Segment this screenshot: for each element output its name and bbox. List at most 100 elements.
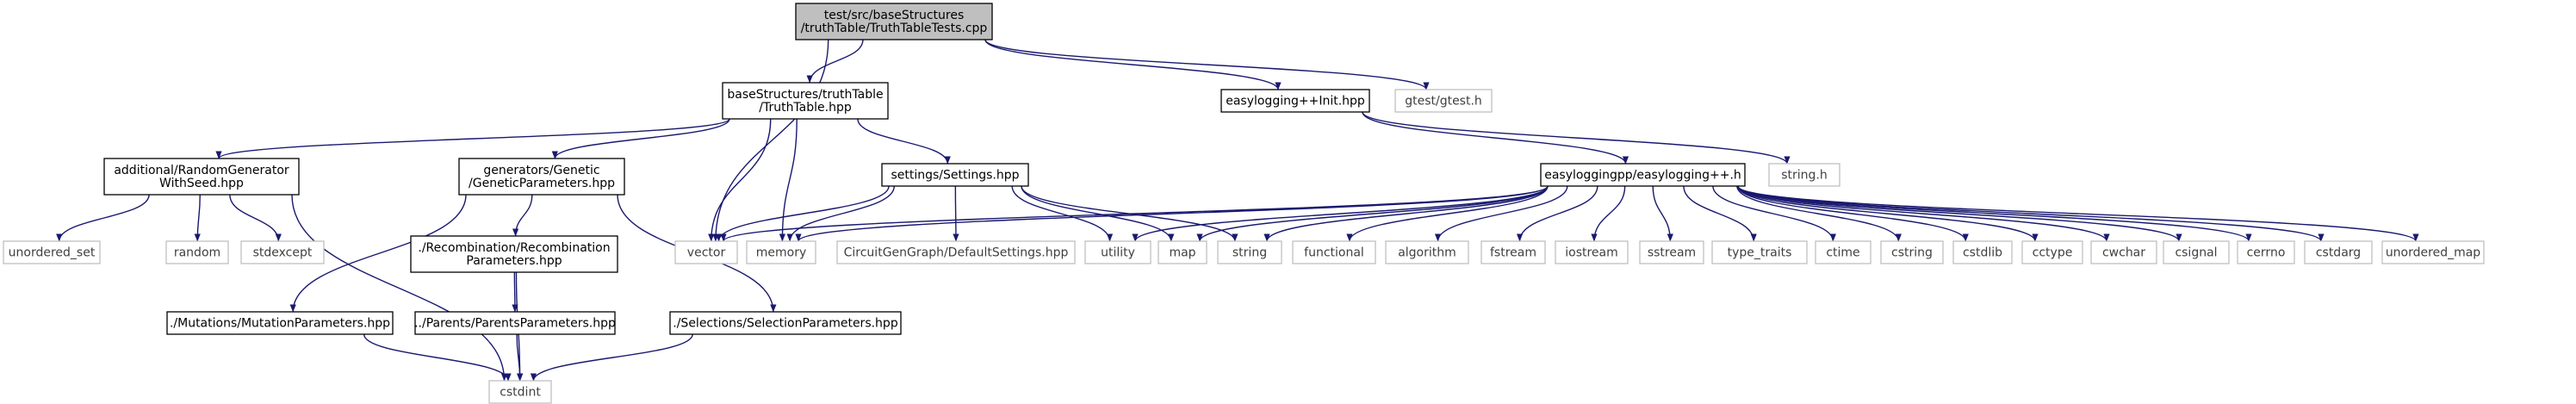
node-gtest: gtest/gtest.h xyxy=(1394,89,1493,113)
node-label-defsettings: CircuitGenGraph/DefaultSettings.hpp xyxy=(844,246,1069,260)
node-label-unordered_set: unordered_set xyxy=(9,246,96,260)
node-box-cerrno xyxy=(2237,240,2295,264)
node-truthtable[interactable]: baseStructures/truthTable/TruthTable.hpp xyxy=(722,82,889,120)
node-mutation[interactable]: ./Mutations/MutationParameters.hpp xyxy=(166,311,394,335)
edge-easylogging-to-map xyxy=(1196,185,1549,242)
edge-easylogging-to-memory xyxy=(795,185,1549,242)
edge-truthtable-to-memory xyxy=(779,118,798,242)
node-label-vector: vector xyxy=(687,246,726,260)
node-label-cctype: cctype xyxy=(2033,246,2073,260)
node-box-cstdarg xyxy=(2304,240,2373,264)
edge-settings-to-map xyxy=(1021,185,1175,242)
node-box-root xyxy=(795,3,993,40)
node-stdexcept: stdexcept xyxy=(240,240,325,264)
node-label-truthtable: baseStructures/truthTable xyxy=(727,88,883,102)
edge-root-to-truthtable xyxy=(806,39,864,84)
node-label-selection: ./Selections/SelectionParameters.hpp xyxy=(673,317,898,331)
node-genparams[interactable]: generators/Genetic/GeneticParameters.hpp xyxy=(458,158,625,196)
edge-easylogging-to-cctype xyxy=(1737,185,2039,242)
node-elinit[interactable]: easylogging++Init.hpp xyxy=(1220,89,1370,113)
node-label-root: /truthTable/TruthTableTests.cpp xyxy=(801,22,988,35)
edge-recomb-to-parents xyxy=(512,271,518,313)
node-box-random xyxy=(165,240,229,264)
node-cstdint: cstdint xyxy=(488,380,552,404)
node-label-iostream: iostream xyxy=(1565,246,1618,260)
node-label-cerrno: cerrno xyxy=(2247,246,2286,260)
node-label-cstdlib: cstdlib xyxy=(1963,246,2002,260)
node-label-truthtable: /TruthTable.hpp xyxy=(759,101,852,115)
edge-parents-to-cstdint xyxy=(516,333,524,382)
node-box-string xyxy=(1217,240,1282,264)
node-functional: functional xyxy=(1292,240,1376,264)
edge-selection-to-cstdint xyxy=(530,333,693,382)
edges xyxy=(56,39,2419,382)
node-box-fstream xyxy=(1480,240,1546,264)
edge-truthtable-to-settings xyxy=(857,118,951,165)
node-box-genparams xyxy=(458,158,625,196)
edge-settings-to-memory xyxy=(786,185,895,242)
node-box-elinit xyxy=(1220,89,1370,113)
node-box-parents xyxy=(414,311,616,335)
node-label-cstdint: cstdint xyxy=(500,386,541,400)
node-box-randgen xyxy=(103,158,300,196)
node-label-elinit: easylogging++Init.hpp xyxy=(1226,95,1365,109)
edge-randgen-to-unordered_set xyxy=(56,194,150,242)
edge-randgen-to-cstdint xyxy=(291,194,508,382)
edge-easylogging-to-unordered_map xyxy=(1737,185,2419,242)
node-random: random xyxy=(165,240,229,264)
node-unordered_map: unordered_map xyxy=(2381,240,2485,264)
edge-easylogging-to-algorithm xyxy=(1434,185,1568,242)
node-label-mutation: ./Mutations/MutationParameters.hpp xyxy=(170,317,390,331)
node-easylogging[interactable]: easyloggingpp/easylogging++.h xyxy=(1540,163,1746,187)
node-label-settings: settings/Settings.hpp xyxy=(891,169,1019,183)
node-box-cstdint xyxy=(488,380,552,404)
node-label-map: map xyxy=(1169,246,1195,260)
node-box-truthtable xyxy=(722,82,889,120)
node-box-iostream xyxy=(1555,240,1629,264)
edge-truthtable-to-genparams xyxy=(551,118,730,159)
node-stringh: string.h xyxy=(1768,163,1840,187)
edge-root-to-elinit xyxy=(984,39,1282,90)
node-box-unordered_map xyxy=(2381,240,2485,264)
node-box-algorithm xyxy=(1385,240,1469,264)
node-box-type_traits xyxy=(1711,240,1808,264)
edge-easylogging-to-utility xyxy=(1132,185,1549,242)
node-label-gtest: gtest/gtest.h xyxy=(1405,95,1482,109)
node-label-memory: memory xyxy=(756,246,807,260)
node-box-gtest xyxy=(1394,89,1493,113)
edge-mutation-to-cstdint xyxy=(363,333,512,382)
node-label-stringh: string.h xyxy=(1781,169,1828,183)
node-label-sstream: sstream xyxy=(1648,246,1696,260)
node-label-root: test/src/baseStructures xyxy=(824,9,965,22)
node-label-recomb: Parameters.hpp xyxy=(466,254,562,268)
node-label-stdexcept: stdexcept xyxy=(253,246,313,260)
node-box-unordered_set xyxy=(3,240,101,264)
edge-easylogging-to-iostream xyxy=(1591,185,1626,242)
node-box-sstream xyxy=(1639,240,1704,264)
node-map: map xyxy=(1158,240,1207,264)
node-label-utility: utility xyxy=(1101,246,1135,260)
edge-genparams-to-mutation xyxy=(289,194,467,313)
node-utility: utility xyxy=(1084,240,1151,264)
node-label-parents: ../Parents/ParentsParameters.hpp xyxy=(414,317,616,331)
node-sstream: sstream xyxy=(1639,240,1704,264)
node-settings[interactable]: settings/Settings.hpp xyxy=(881,163,1029,187)
node-box-memory xyxy=(746,240,816,264)
node-label-string: string xyxy=(1232,246,1267,260)
node-selection[interactable]: ./Selections/SelectionParameters.hpp xyxy=(669,311,902,335)
node-label-fstream: fstream xyxy=(1490,246,1536,260)
node-recomb[interactable]: ./Recombination/RecombinationParameters.… xyxy=(410,235,618,273)
node-box-csignal xyxy=(2163,240,2230,264)
node-label-cstring: cstring xyxy=(1891,246,1933,260)
nodes: test/src/baseStructures/truthTable/Truth… xyxy=(3,3,2485,404)
node-label-csignal: csignal xyxy=(2175,246,2217,260)
node-parents[interactable]: ../Parents/ParentsParameters.hpp xyxy=(414,311,616,335)
node-box-map xyxy=(1158,240,1207,264)
node-memory: memory xyxy=(746,240,816,264)
node-label-genparams: /GeneticParameters.hpp xyxy=(469,177,615,190)
node-unordered_set: unordered_set xyxy=(3,240,101,264)
edge-truthtable-to-randgen xyxy=(215,118,730,159)
node-box-stringh xyxy=(1768,163,1840,187)
node-iostream: iostream xyxy=(1555,240,1629,264)
